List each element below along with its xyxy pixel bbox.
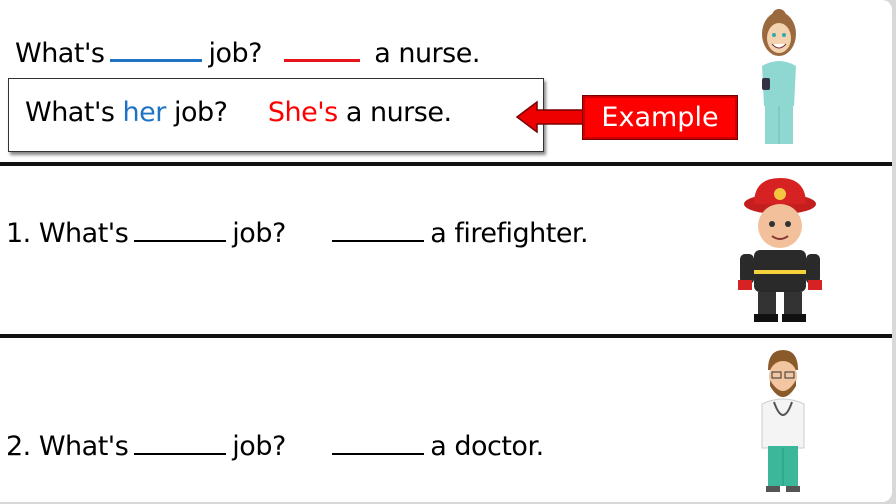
example-badge: Example [582, 95, 738, 140]
example-answer: What's her job? She's a nurse. [25, 97, 452, 128]
text: job? [232, 218, 286, 249]
question-1: 1. What's job? a firefighter. [6, 218, 589, 249]
question-2: 2. What's job? a doctor. [6, 431, 544, 462]
answer-shes: She's [267, 97, 338, 128]
text: job? [173, 97, 228, 128]
arrow-left-icon [515, 100, 584, 134]
answer-blank [134, 239, 227, 242]
text: a nurse. [374, 38, 480, 69]
question-number: 1. [6, 218, 31, 249]
firefighter-image [738, 178, 822, 322]
text: What's [38, 218, 129, 249]
text: a nurse. [345, 97, 452, 128]
divider [0, 162, 892, 166]
question-number: 2. [6, 431, 31, 462]
text: a doctor. [430, 431, 544, 462]
nurse-image [762, 9, 796, 144]
blank-red [284, 58, 361, 62]
example-prompt: What's job? a nurse. [15, 38, 480, 69]
doctor-image [761, 350, 805, 492]
text: job? [232, 431, 286, 462]
answer-blank [134, 452, 227, 455]
answer-blank [332, 452, 425, 455]
text: What's [38, 431, 129, 462]
text: a firefighter. [430, 218, 589, 249]
answer-blank [332, 239, 425, 242]
answer-her: her [122, 97, 167, 128]
blank-blue [110, 58, 203, 62]
text: What's [15, 38, 105, 69]
divider [0, 334, 892, 338]
example-answer-box: What's her job? She's a nurse. [8, 78, 544, 152]
text: job? [208, 38, 262, 69]
text: What's [25, 97, 115, 128]
